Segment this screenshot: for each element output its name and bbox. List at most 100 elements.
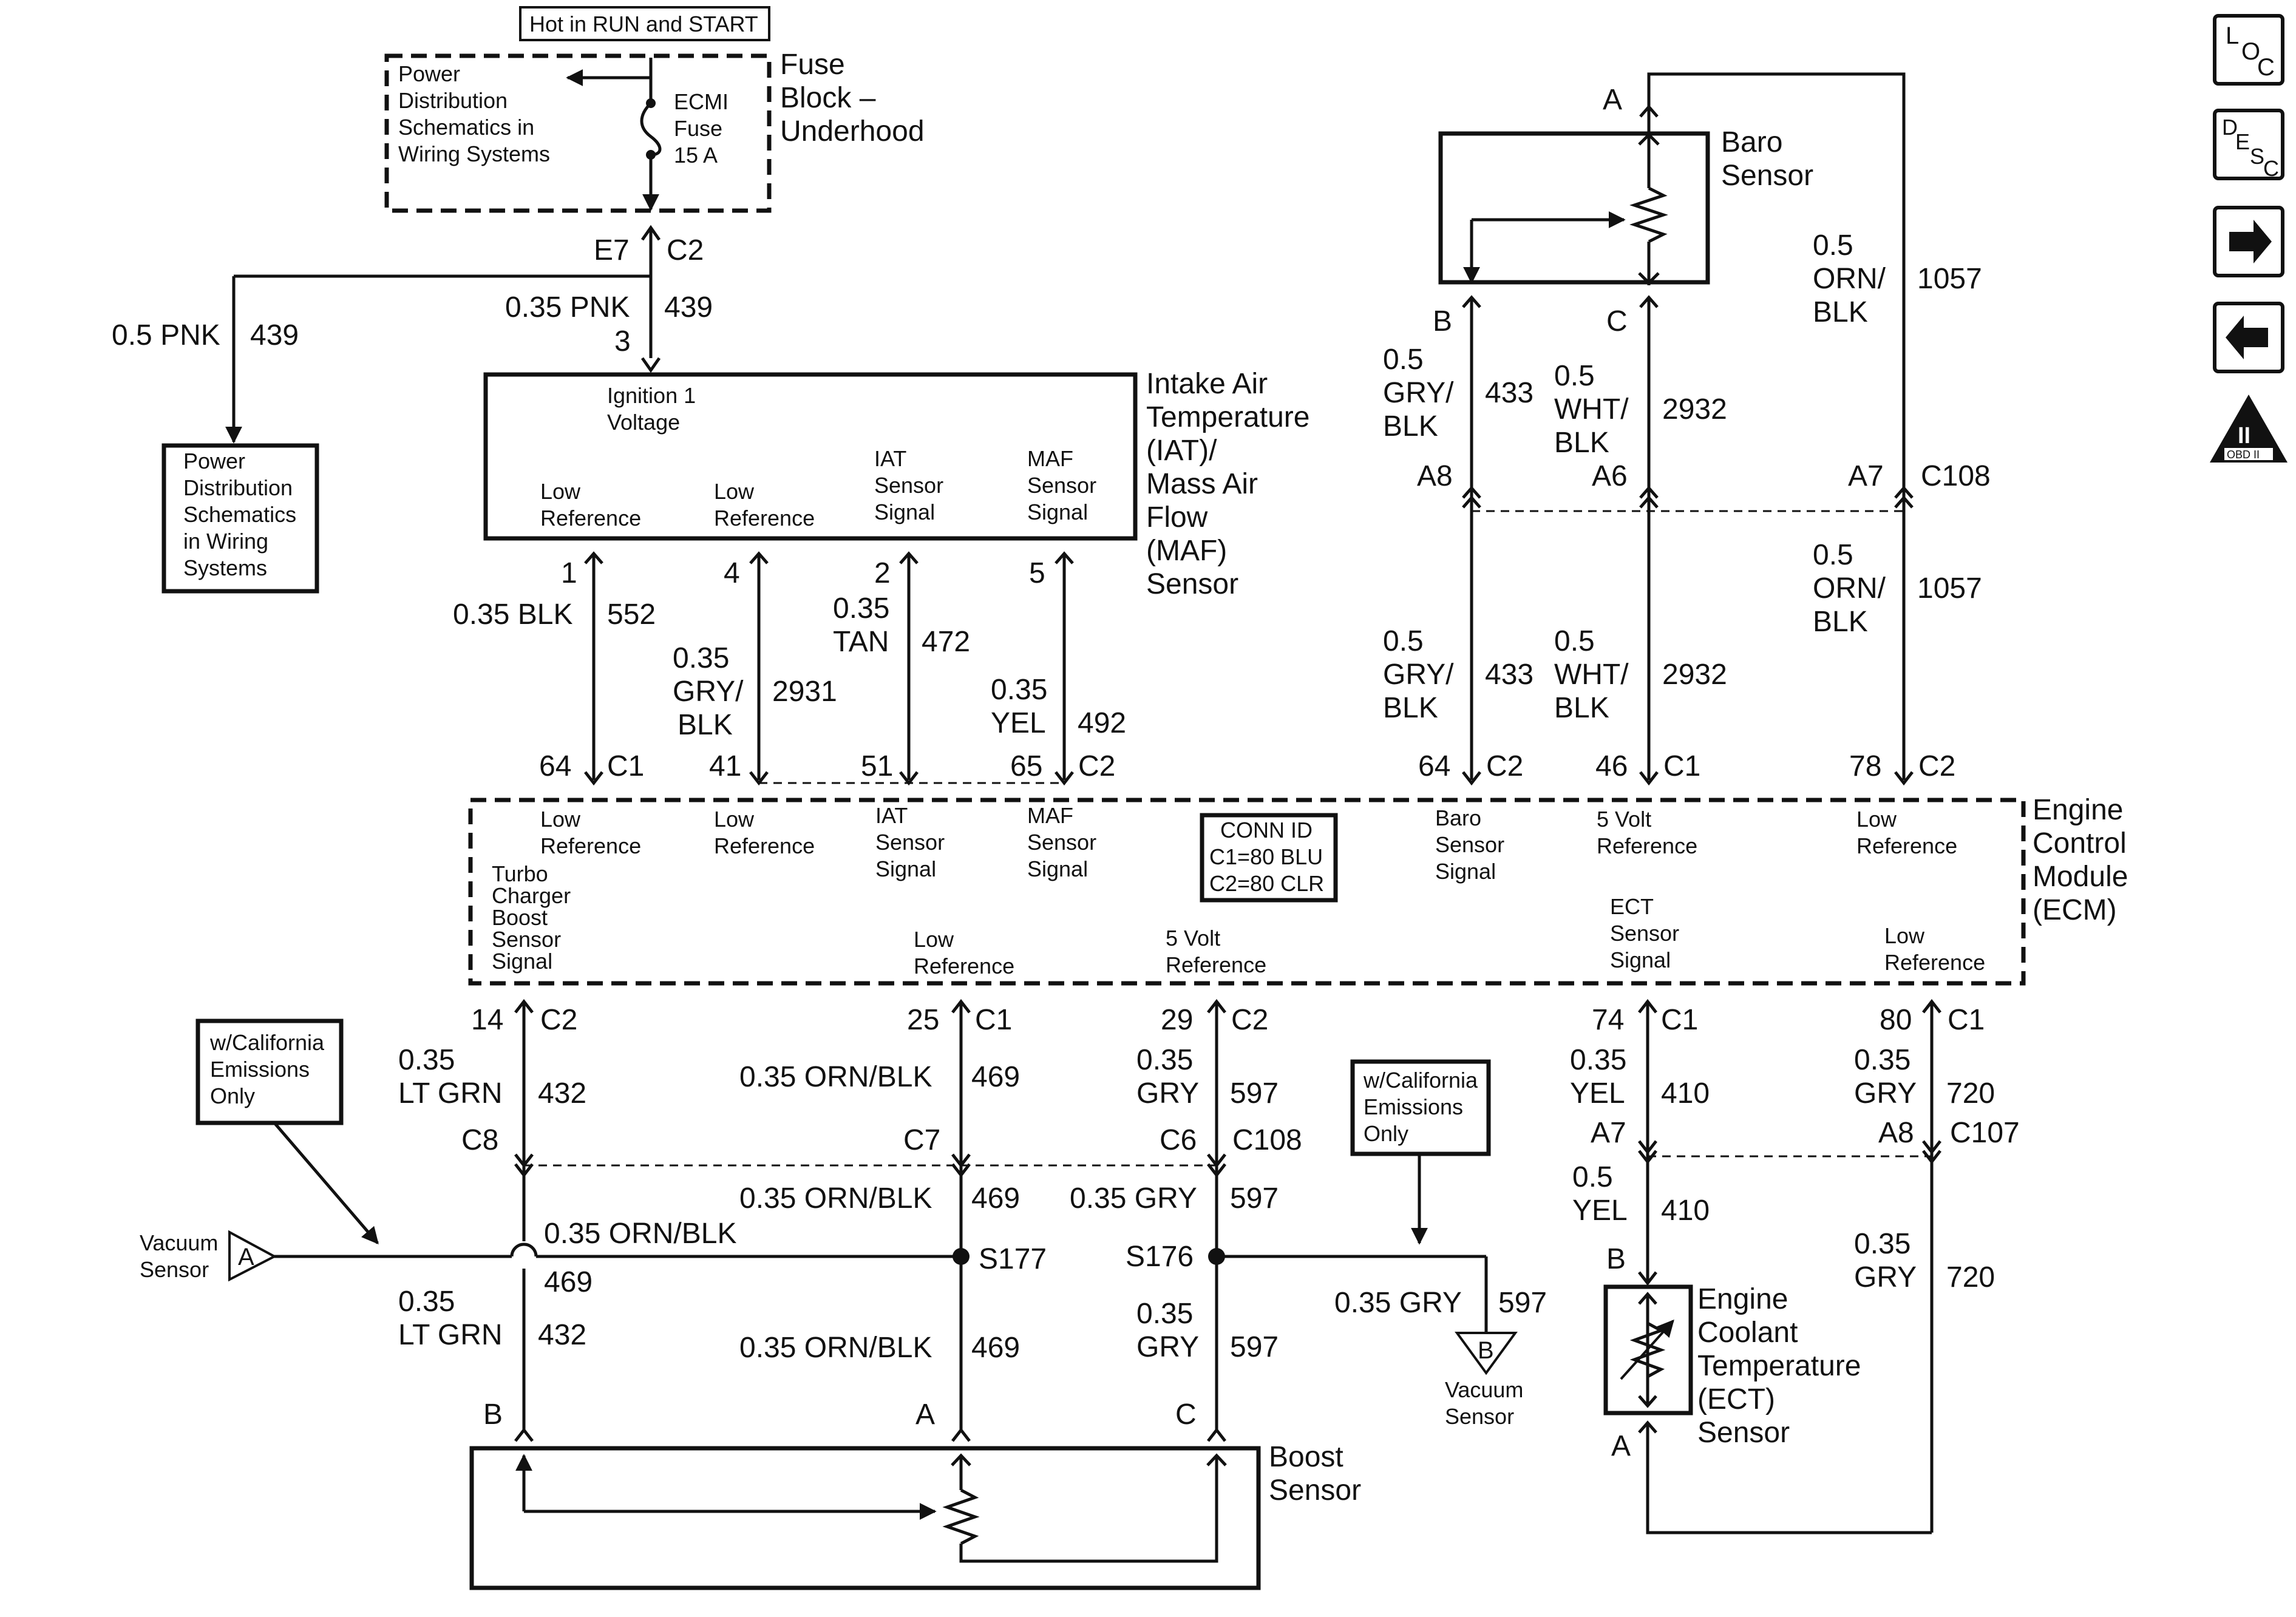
baro-ecm-conn-c1: C1 bbox=[1663, 750, 1700, 782]
baro-wire-c-top: 0.5 WHT/ BLK bbox=[1554, 360, 1637, 459]
iat-maf-pin-1: 1 bbox=[561, 557, 577, 589]
ect-circuit-410-bot: 410 bbox=[1661, 1195, 1710, 1227]
ect-sensor-box bbox=[1603, 1284, 1693, 1415]
baro-sensor-title: Baro Sensor bbox=[1721, 126, 1813, 192]
boost-ecm-conn-c2: C2 bbox=[540, 1004, 577, 1036]
california-note-b: w/California Emissions Only bbox=[1363, 1068, 1484, 1146]
boost-conn-c7: C7 bbox=[903, 1124, 940, 1156]
baro-circuit-433-top: 433 bbox=[1485, 377, 1533, 409]
baro-circuit-433-bot: 433 bbox=[1485, 659, 1533, 691]
boost-wire-2-bot: 0.35 ORN/BLK bbox=[739, 1332, 932, 1364]
boost-circuit-432-top: 432 bbox=[538, 1077, 586, 1110]
svg-text:OBD II: OBD II bbox=[2227, 449, 2260, 461]
baro-pin-a: A bbox=[1603, 84, 1622, 116]
vacuum-b-circuit: 597 bbox=[1498, 1287, 1547, 1319]
svg-text:II: II bbox=[2238, 423, 2250, 449]
splice-s177-label: S177 bbox=[979, 1243, 1047, 1275]
baro-conn-a6: A6 bbox=[1592, 460, 1628, 492]
boost-conn-c108: C108 bbox=[1232, 1124, 1302, 1156]
ect-circuit-720-bot: 720 bbox=[1946, 1261, 1995, 1293]
svg-text:O: O bbox=[2241, 38, 2260, 65]
fuse-block-title: Fuse Block – Underhood bbox=[780, 49, 925, 147]
ecm-conn-c1-a: C1 bbox=[607, 750, 644, 782]
boost-pin-b: B bbox=[483, 1398, 503, 1431]
ecm-pin-51: 51 bbox=[861, 750, 893, 782]
ect-wire-1-bot: 0.5 YEL bbox=[1572, 1161, 1628, 1227]
side-icons: L O C D E S C II OBD II bbox=[2210, 14, 2288, 463]
ecm-label-low-ref-1: Low Reference bbox=[540, 807, 641, 858]
ignition-voltage-label: Ignition 1 Voltage bbox=[607, 383, 702, 435]
ecm-label-low-ref-2: Low Reference bbox=[714, 807, 815, 858]
boost-circuit-469-mid: 469 bbox=[971, 1182, 1020, 1215]
ecm-pin-41: 41 bbox=[709, 750, 741, 782]
boost-sensor-title: Boost Sensor bbox=[1269, 1441, 1361, 1507]
boost-circuit-469-bot: 469 bbox=[971, 1332, 1020, 1364]
baro-wire-b-top: 0.5 GRY/ BLK bbox=[1383, 344, 1462, 442]
baro-ecm-pin-46: 46 bbox=[1595, 750, 1628, 782]
ecm-label-iat-signal: IAT Sensor Signal bbox=[875, 803, 951, 881]
baro-conn-a8: A8 bbox=[1417, 460, 1453, 492]
next-page-arrow-icon[interactable] bbox=[2213, 206, 2284, 277]
boost-wire-2-mid: 0.35 ORN/BLK bbox=[739, 1182, 932, 1215]
ect-sensor-title: Engine Coolant Temperature (ECT) Sensor bbox=[1697, 1283, 1869, 1449]
iat-maf-pin-1-label: Low Reference bbox=[540, 479, 641, 531]
boost-circuit-597-top: 597 bbox=[1230, 1077, 1279, 1110]
boost-conn-c6: C6 bbox=[1160, 1124, 1197, 1156]
wire-size-2931: 0.35 GRY/ BLK bbox=[673, 642, 752, 741]
ect-ecm-conn-c1-b: C1 bbox=[1948, 1004, 1985, 1036]
circuit-2931: 2931 bbox=[772, 676, 837, 708]
ecm-pin-65: 65 bbox=[1010, 750, 1042, 782]
baro-sensor: Baro Sensor A B C 0.5 GRY/ BLK 433 0.5 W… bbox=[1383, 72, 1991, 786]
boost-sensor-wiring: 14 C2 25 C1 29 C2 0.35 LT GRN 432 0.35 O… bbox=[140, 998, 1547, 1590]
previous-page-arrow-icon[interactable] bbox=[2213, 302, 2284, 373]
iat-maf-pin-2-label: IAT Sensor Signal bbox=[874, 446, 949, 524]
ignition-feed: 0.5 PNK 439 0.35 PNK 439 3 Power Distrib… bbox=[112, 274, 713, 594]
ect-ecm-conn-c1: C1 bbox=[1661, 1004, 1698, 1036]
baro-ecm-pin-78: 78 bbox=[1849, 750, 1881, 782]
power-distribution-note: Power Distribution Schematics in Wiring … bbox=[398, 61, 550, 166]
power-distribution-box-label: Power Distribution Schematics in Wiring … bbox=[183, 449, 302, 580]
boost-ecm-conn-c2-b: C2 bbox=[1231, 1004, 1268, 1036]
ecm-label-low-ref-ect: Low Reference bbox=[1884, 923, 1985, 975]
boost-sensor-box bbox=[469, 1446, 1261, 1590]
boost-circuit-597-mid: 597 bbox=[1230, 1182, 1279, 1215]
ecm-conn-c2-a: C2 bbox=[1078, 750, 1115, 782]
baro-wire-a-top: 0.5 ORN/ BLK bbox=[1813, 229, 1894, 328]
circuit-492: 492 bbox=[1078, 707, 1126, 739]
hot-in-run-start-label: Hot in RUN and START bbox=[529, 12, 758, 36]
baro-pin-c: C bbox=[1606, 305, 1628, 337]
obd-ii-icon[interactable]: II OBD II bbox=[2210, 395, 2288, 463]
iat-maf-pin-3: 3 bbox=[614, 325, 631, 358]
boost-ecm-pin-29: 29 bbox=[1161, 1004, 1193, 1036]
description-icon[interactable]: D E S C bbox=[2213, 109, 2284, 181]
svg-text:D: D bbox=[2222, 115, 2238, 140]
ect-ecm-pin-74: 74 bbox=[1592, 1004, 1624, 1036]
ect-wire-2-top: 0.35 GRY bbox=[1854, 1044, 1919, 1110]
boost-ecm-conn-c1: C1 bbox=[975, 1004, 1012, 1036]
ect-pin-b: B bbox=[1606, 1243, 1626, 1275]
baro-ecm-pin-64: 64 bbox=[1418, 750, 1450, 782]
fuse-block: Hot in RUN and START Power Distribution … bbox=[384, 6, 925, 358]
ecm-label-low-ref-boost: Low Reference bbox=[914, 927, 1014, 978]
baro-conn-a7: A7 bbox=[1848, 460, 1884, 492]
circuit-439-left: 439 bbox=[250, 319, 299, 351]
wire-size-552: 0.35 BLK bbox=[453, 598, 572, 631]
splice-s176-label: S176 bbox=[1126, 1241, 1194, 1273]
wire-size-492: 0.35 YEL bbox=[991, 674, 1056, 739]
boost-pin-a: A bbox=[915, 1398, 935, 1431]
iat-maf-pin-4: 4 bbox=[724, 557, 740, 589]
conn-id-box: CONN ID C1=80 BLU C2=80 CLR bbox=[1209, 818, 1329, 896]
boost-circuit-597-bot: 597 bbox=[1230, 1331, 1279, 1363]
baro-circuit-2932-bot: 2932 bbox=[1662, 659, 1727, 691]
wire-size-pnk-main: 0.35 PNK bbox=[505, 291, 630, 324]
boost-wire-1-top: 0.35 LT GRN bbox=[398, 1044, 503, 1110]
boost-circuit-469-top: 469 bbox=[971, 1061, 1020, 1093]
location-icon[interactable]: L O C bbox=[2213, 14, 2284, 86]
ect-conn-c107: C107 bbox=[1950, 1117, 2020, 1149]
ect-circuit-410-top: 410 bbox=[1661, 1077, 1710, 1110]
ect-pin-a: A bbox=[1611, 1430, 1631, 1462]
ect-conn-a7: A7 bbox=[1591, 1117, 1626, 1149]
baro-wire-c-bot: 0.5 WHT/ BLK bbox=[1554, 625, 1637, 724]
boost-wire-3-mid: 0.35 GRY bbox=[1070, 1182, 1197, 1215]
iat-maf-pin-4-label: Low Reference bbox=[714, 479, 815, 531]
